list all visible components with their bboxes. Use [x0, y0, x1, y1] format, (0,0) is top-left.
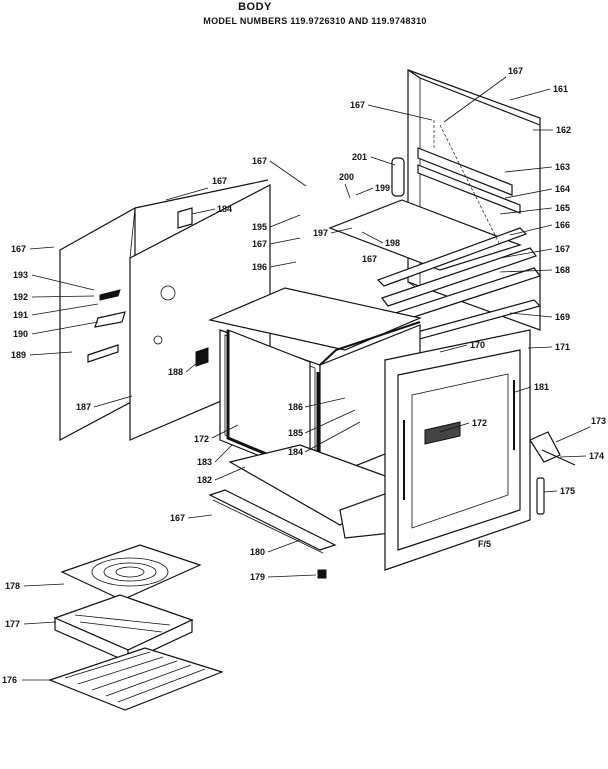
oven-bottom [228, 444, 412, 539]
callout-195: 195 [252, 222, 267, 232]
callout-167-r: 167 [555, 244, 570, 254]
callout-167-d: 167 [362, 254, 377, 264]
callout-189: 189 [11, 350, 26, 360]
callout-200: 200 [339, 172, 354, 182]
callout-194-top: 184 [217, 204, 232, 214]
callout-176: 176 [2, 675, 17, 685]
callout-178: 178 [5, 581, 20, 591]
callout-169: 169 [555, 312, 570, 322]
callout-168: 168 [555, 265, 570, 275]
callout-177: 177 [5, 619, 20, 629]
callout-167-g: 167 [170, 513, 185, 523]
callout-167-b: 167 [252, 156, 267, 166]
callout-183: 183 [197, 457, 212, 467]
callout-182: 182 [197, 475, 212, 485]
callout-199: 199 [375, 183, 390, 193]
callout-172-l: 172 [194, 434, 209, 444]
part-179-screw [317, 569, 327, 579]
callout-167-a: 167 [212, 176, 227, 186]
callout-164: 164 [555, 184, 570, 194]
callouts: 161 162 163 164 165 166 167 168 169 170 … [2, 66, 606, 685]
callout-163: 163 [555, 162, 570, 172]
callout-162: 162 [556, 125, 571, 135]
callout-171: 171 [555, 342, 570, 352]
diagram-title: BODY [238, 1, 272, 13]
callout-181: 181 [534, 382, 549, 392]
callout-190: 190 [13, 329, 28, 339]
callout-165: 165 [555, 203, 570, 213]
callout-188: 188 [168, 367, 183, 377]
callout-179: 179 [250, 572, 265, 582]
page-code: F/5 [478, 539, 491, 549]
callout-196: 196 [252, 262, 267, 272]
diagram-subtitle: MODEL NUMBERS 119.9726310 AND 119.974831… [203, 16, 426, 26]
broiler-pan-insert [60, 544, 202, 601]
callout-167-c: 167 [252, 239, 267, 249]
part-201-bracket [391, 157, 405, 197]
callout-191: 191 [13, 310, 28, 320]
callout-174: 174 [589, 451, 604, 461]
callout-172-r: 172 [472, 418, 487, 428]
callout-198: 198 [385, 238, 400, 248]
callout-193: 193 [13, 270, 28, 280]
callout-161: 161 [553, 84, 568, 94]
callout-167-e: 167 [350, 100, 365, 110]
door-hinge [529, 431, 576, 515]
broiler-pan [53, 594, 194, 663]
callout-160: 167 [508, 66, 523, 76]
callout-166: 166 [555, 220, 570, 230]
callout-186: 186 [288, 402, 303, 412]
callout-192: 192 [13, 292, 28, 302]
rear-panel [328, 69, 542, 347]
callout-201: 201 [352, 152, 367, 162]
callout-187: 187 [76, 402, 91, 412]
callout-170: 170 [470, 340, 485, 350]
callout-197: 197 [313, 228, 328, 238]
callout-185: 185 [288, 428, 303, 438]
oven-door [384, 329, 531, 571]
callout-184: 184 [288, 447, 303, 457]
front-strip [208, 489, 337, 579]
callout-167-f: 167 [11, 244, 26, 254]
callout-175: 175 [560, 486, 575, 496]
callout-173: 173 [591, 416, 606, 426]
oven-rack [48, 647, 224, 711]
callout-180: 180 [250, 547, 265, 557]
